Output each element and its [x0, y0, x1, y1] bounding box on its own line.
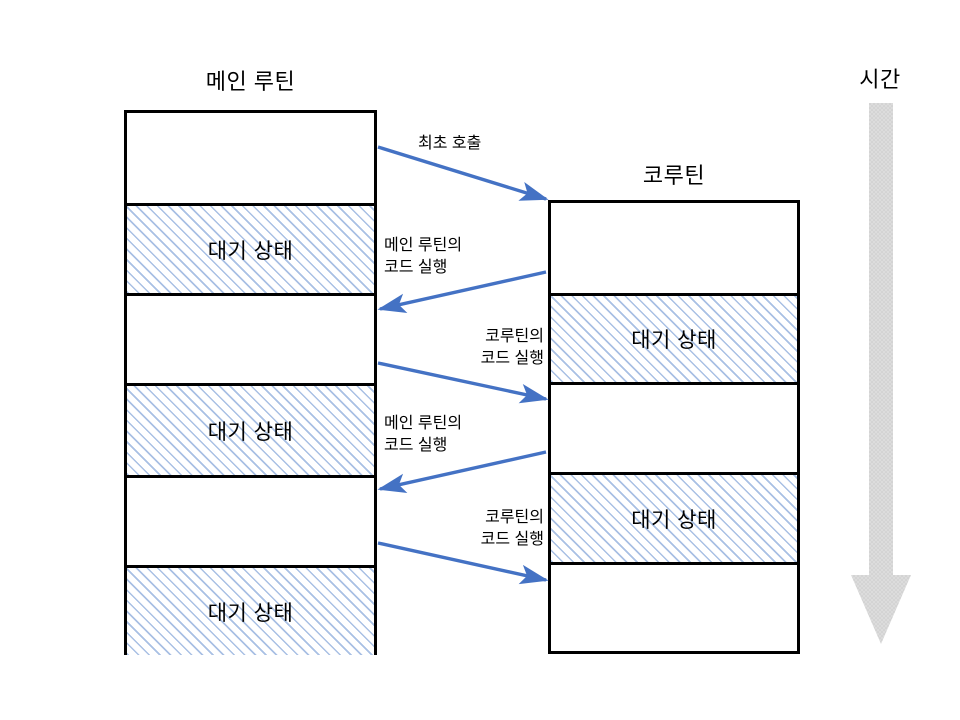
coroutine-row-3 — [551, 382, 797, 472]
main-routine-row-2-label: 대기 상태 — [207, 239, 294, 263]
coroutine-row-4: 대기 상태 — [551, 472, 797, 562]
main-routine-row-6-label: 대기 상태 — [207, 601, 294, 625]
main-routine-row-5 — [127, 475, 374, 565]
main-routine-row-6: 대기 상태 — [127, 565, 374, 655]
coroutine-row-1 — [551, 203, 797, 293]
time-axis-title: 시간 — [859, 67, 901, 92]
main-routine-title: 메인 루틴 — [205, 69, 296, 94]
main-routine-row-3 — [127, 293, 374, 383]
coroutine-row-2: 대기 상태 — [551, 293, 797, 382]
main-routine-row-1 — [127, 113, 374, 203]
time-direction-arrow — [851, 103, 911, 644]
main-routine-row-4-label: 대기 상태 — [207, 420, 294, 444]
coroutine-row-4-label: 대기 상태 — [631, 508, 717, 532]
coroutine-row-2-label: 대기 상태 — [631, 329, 717, 352]
arrow-first-call — [377, 145, 549, 201]
coroutine-row-5 — [551, 562, 797, 650]
arrow-caption-first-call: 최초 호출 — [418, 135, 482, 152]
arrow-caption-coroutine-exec-2: 코루틴의 코드 실행 — [480, 509, 544, 548]
time-arrow-shape — [851, 103, 911, 644]
arrow-caption-coroutine-exec-1: 코루틴의 코드 실행 — [480, 328, 544, 367]
main-routine-row-2: 대기 상태 — [127, 203, 374, 293]
main-routine-lifeline: 대기 상태 대기 상태 대기 상태 — [124, 110, 377, 655]
coroutine-title: 코루틴 — [642, 163, 706, 188]
arrow-caption-main-exec-1: 메인 루틴의 코드 실행 — [384, 237, 463, 276]
arrow-main-exec-2 — [377, 450, 547, 494]
coroutine-lifeline: 대기 상태 대기 상태 — [548, 200, 800, 654]
arrow-caption-main-exec-2: 메인 루틴의 코드 실행 — [384, 415, 463, 454]
main-routine-row-4: 대기 상태 — [127, 383, 374, 475]
